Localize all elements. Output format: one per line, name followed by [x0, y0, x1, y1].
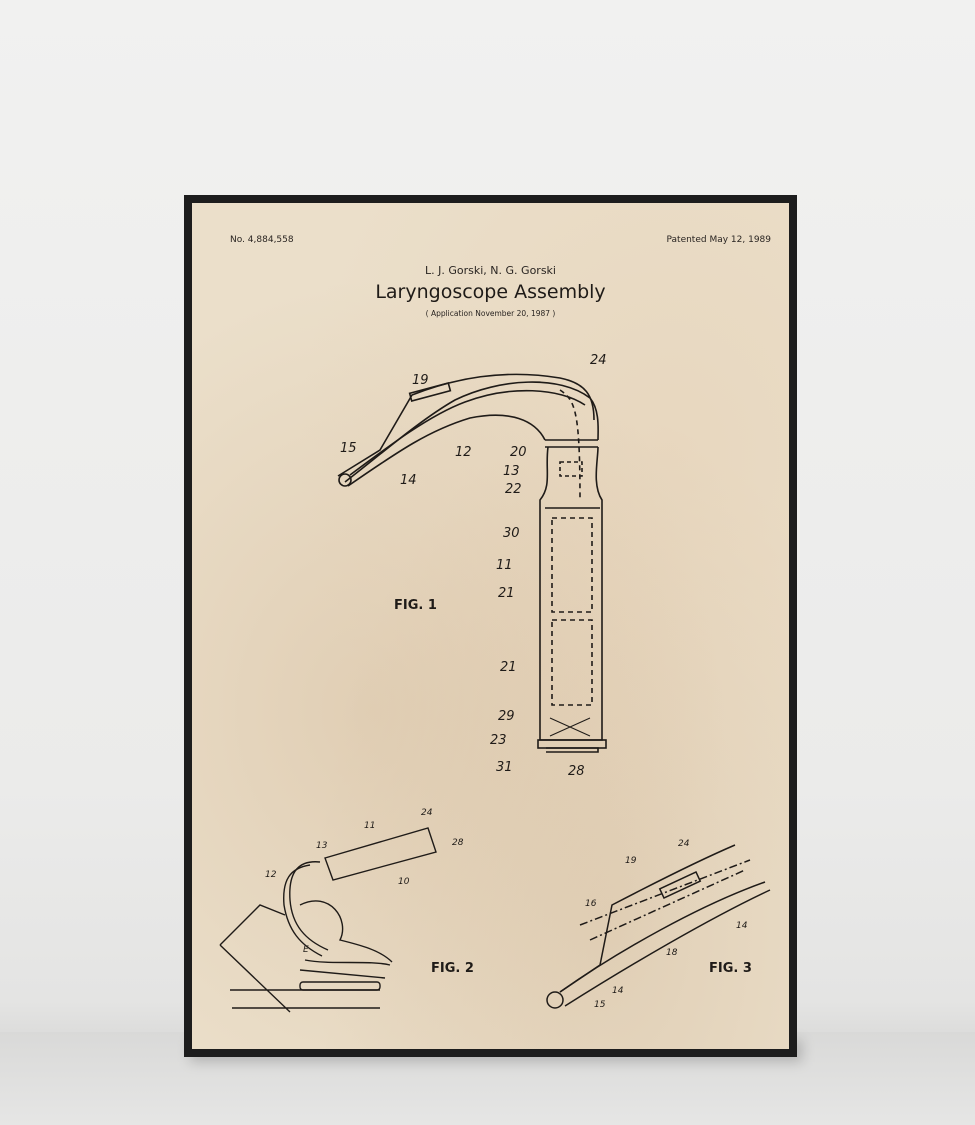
fig2-caption: FIG. 2 [431, 961, 474, 976]
fig2-label-E: E [303, 945, 309, 955]
fig3-labels: 24 19 16 14 18 14 15 FIG. 3 [585, 839, 752, 1010]
fig1-label-15: 15 [340, 441, 357, 456]
fig1-label-23: 23 [490, 733, 507, 748]
fig3-label-16: 16 [585, 899, 597, 909]
fig1-label-20: 20 [510, 445, 527, 460]
fig3-label-15: 15 [594, 1000, 606, 1010]
fig2-label-10: 10 [398, 877, 410, 887]
fig2-label-13: 13 [316, 841, 328, 851]
inventors: L. J. Gorski, N. G. Gorski [425, 264, 556, 277]
poster-title: Laryngoscope Assembly [375, 281, 606, 303]
fig1-label-28: 28 [568, 764, 585, 779]
fig1-label-12: 12 [455, 445, 472, 460]
fig1-label-22: 22 [505, 482, 522, 497]
fig2-label-28: 28 [452, 838, 464, 848]
fig3-label-24: 24 [678, 839, 690, 849]
fig1-label-21b: 21 [500, 660, 517, 675]
fig3-label-14a: 14 [736, 921, 748, 931]
fig1-label-21a: 21 [498, 586, 515, 601]
fig1-label-13: 13 [503, 464, 520, 479]
fig1-label-30: 30 [503, 526, 520, 541]
fig3-label-14b: 14 [612, 986, 624, 996]
fig1-caption: FIG. 1 [394, 598, 437, 613]
fig2-drawing [219, 827, 437, 1013]
fig1-label-11: 11 [496, 558, 513, 573]
fig1-labels: 19 24 15 14 12 20 13 22 30 11 21 21 29 2… [340, 353, 607, 779]
fig2-label-24: 24 [421, 808, 433, 818]
fig2-labels: 24 11 28 13 12 10 E FIG. 2 [265, 808, 474, 976]
application-date: ( Application November 20, 1987 ) [425, 309, 556, 318]
patent-number: No. 4,884,558 [230, 235, 294, 245]
fig3-drawing [546, 844, 771, 1009]
fig1-label-14: 14 [400, 473, 417, 488]
fig1-label-24: 24 [590, 353, 607, 368]
fig3-label-18: 18 [666, 948, 678, 958]
fig3-caption: FIG. 3 [709, 961, 752, 976]
patent-date: Patented May 12, 1989 [666, 235, 772, 245]
fig1-label-31: 31 [496, 760, 513, 775]
fig2-label-11: 11 [364, 821, 375, 831]
fig1-drawing [337, 373, 607, 753]
fig2-label-12: 12 [265, 870, 277, 880]
fig3-label-19: 19 [625, 856, 637, 866]
fig1-label-19: 19 [412, 373, 429, 388]
fig1-label-29: 29 [498, 709, 515, 724]
